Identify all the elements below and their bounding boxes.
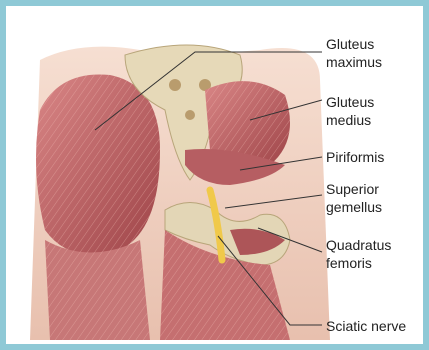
label-sciatic-nerve: Sciatic nerve (326, 317, 406, 335)
label-superior-gemellus: Superior gemellus (326, 180, 382, 216)
label-quadratus-femoris: Quadratus femoris (326, 236, 391, 272)
label-piriformis: Piriformis (326, 148, 384, 166)
label-gluteus-maximus: Gluteus maximus (326, 35, 382, 71)
label-gluteus-medius: Gluteus medius (326, 93, 374, 129)
